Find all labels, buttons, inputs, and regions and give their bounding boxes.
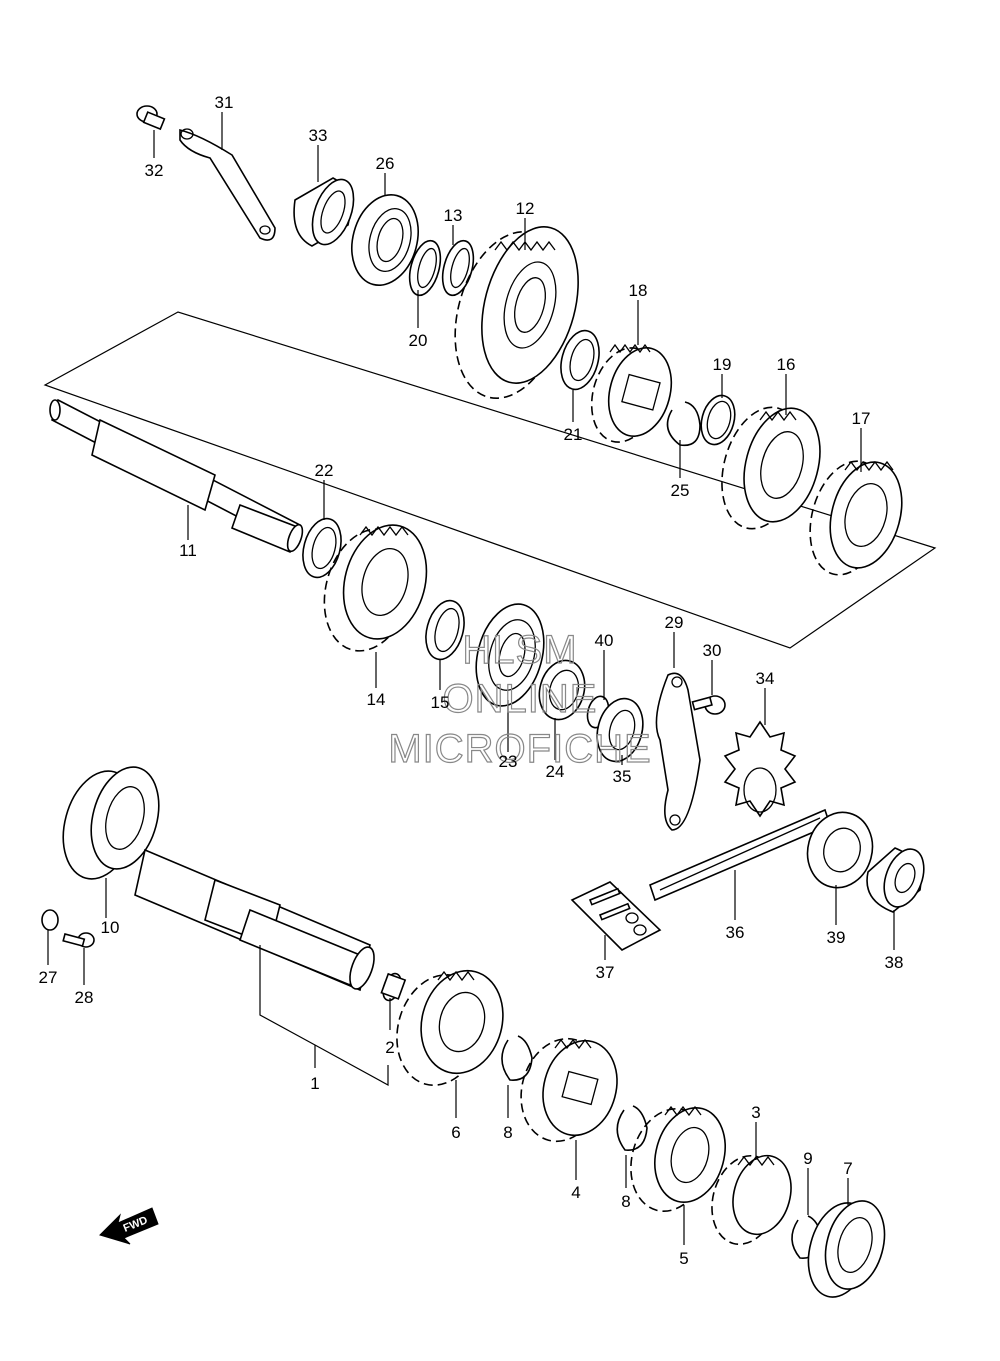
part-gear-12[interactable] [438,216,594,410]
part-gear-5[interactable] [620,1100,735,1220]
callout-38[interactable]: 38 [885,953,904,972]
callout-20[interactable]: 20 [409,331,428,350]
callout-32[interactable]: 32 [145,161,164,180]
part-washer-22[interactable] [297,514,347,581]
callout-40[interactable]: 40 [595,631,614,650]
leader-lines [47,112,895,1245]
callout-8-lower[interactable]: 8 [621,1192,630,1211]
part-bushing-13[interactable] [437,237,479,298]
part-screw-32[interactable] [136,105,166,131]
callout-39[interactable]: 39 [827,928,846,947]
part-plate-29[interactable] [655,672,701,831]
part-gear-16[interactable] [709,398,832,537]
callout-13[interactable]: 13 [444,206,463,225]
part-nut-38[interactable] [866,844,931,913]
part-spacer-35[interactable] [590,693,649,766]
part-gear-17[interactable] [798,453,913,584]
callout-35[interactable]: 35 [613,767,632,786]
callout-23[interactable]: 23 [499,752,518,771]
callout-16[interactable]: 16 [777,355,796,374]
callout-7[interactable]: 7 [843,1159,852,1178]
callout-1[interactable]: 1 [310,1074,319,1093]
watermark-line-3: MICROFICHE [388,727,651,771]
part-washer-27[interactable] [41,909,59,931]
callout-14[interactable]: 14 [367,690,386,709]
part-bearing-10[interactable] [52,759,169,887]
part-circlip-8-upper[interactable] [501,1035,533,1081]
callout-10[interactable]: 10 [101,918,120,937]
callout-27[interactable]: 27 [39,968,58,987]
callout-labels: 1 2 3 4 5 6 7 8 8 9 10 11 12 13 14 15 16… [39,93,904,1268]
part-bushing-15[interactable] [420,596,470,663]
part-washer-19[interactable] [696,392,740,449]
part-bearing-26[interactable] [342,187,428,292]
part-bearing-7[interactable] [799,1194,894,1304]
callout-8-upper[interactable]: 8 [503,1123,512,1142]
part-gear-6[interactable] [385,961,514,1095]
callout-25[interactable]: 25 [671,481,690,500]
part-arm-31[interactable] [179,128,276,241]
callout-11[interactable]: 11 [179,541,197,560]
callout-31[interactable]: 31 [215,93,234,112]
part-driveshaft-1[interactable] [134,848,379,992]
part-collar-33[interactable] [293,174,361,250]
callout-12[interactable]: 12 [516,199,535,218]
callout-36[interactable]: 36 [726,923,745,942]
callout-29[interactable]: 29 [665,613,684,632]
part-bearing-23[interactable] [466,596,555,713]
callout-30[interactable]: 30 [703,641,722,660]
callout-37[interactable]: 37 [596,963,615,982]
callout-33[interactable]: 33 [309,126,328,145]
callout-26[interactable]: 26 [376,154,395,173]
part-chain-joint-37[interactable] [570,881,662,951]
part-washer-39[interactable] [799,805,880,895]
part-countershaft-11[interactable] [49,398,305,554]
callout-4[interactable]: 4 [571,1183,580,1202]
callout-24[interactable]: 24 [546,762,565,781]
part-circlip-8-lower[interactable] [616,1105,648,1151]
watermark-line-1: HLSM [462,628,577,672]
part-circlip-25[interactable] [666,401,701,447]
countershaft-assembly-boundary [43,311,937,649]
callout-17[interactable]: 17 [852,409,871,428]
part-sprocket-34[interactable] [723,720,797,818]
part-needle-bearing-2[interactable] [380,971,407,1003]
callout-19[interactable]: 19 [713,355,732,374]
callout-18[interactable]: 18 [629,281,648,300]
part-gear-18[interactable] [582,340,681,449]
callout-5[interactable]: 5 [679,1249,688,1268]
callout-34[interactable]: 34 [756,669,775,688]
callout-28[interactable]: 28 [75,988,94,1007]
watermark-line-2: ONLINE [443,677,598,721]
callout-3[interactable]: 3 [751,1103,760,1122]
callout-22[interactable]: 22 [315,461,334,480]
part-bolt-30[interactable] [691,695,726,715]
part-gear-4[interactable] [510,1029,627,1150]
callout-15[interactable]: 15 [431,693,450,712]
callout-21[interactable]: 21 [564,425,583,444]
part-screw-28[interactable] [62,932,95,948]
fwd-arrow-icon: FWD [99,1207,159,1245]
callout-6[interactable]: 6 [451,1123,460,1142]
callout-9[interactable]: 9 [803,1149,812,1168]
part-gear-14[interactable] [311,516,438,661]
part-washer-21[interactable] [555,326,605,393]
watermark: HLSM ONLINE MICROFICHE [388,627,652,771]
part-oil-seal-24[interactable] [533,655,591,724]
callout-2[interactable]: 2 [385,1038,394,1057]
